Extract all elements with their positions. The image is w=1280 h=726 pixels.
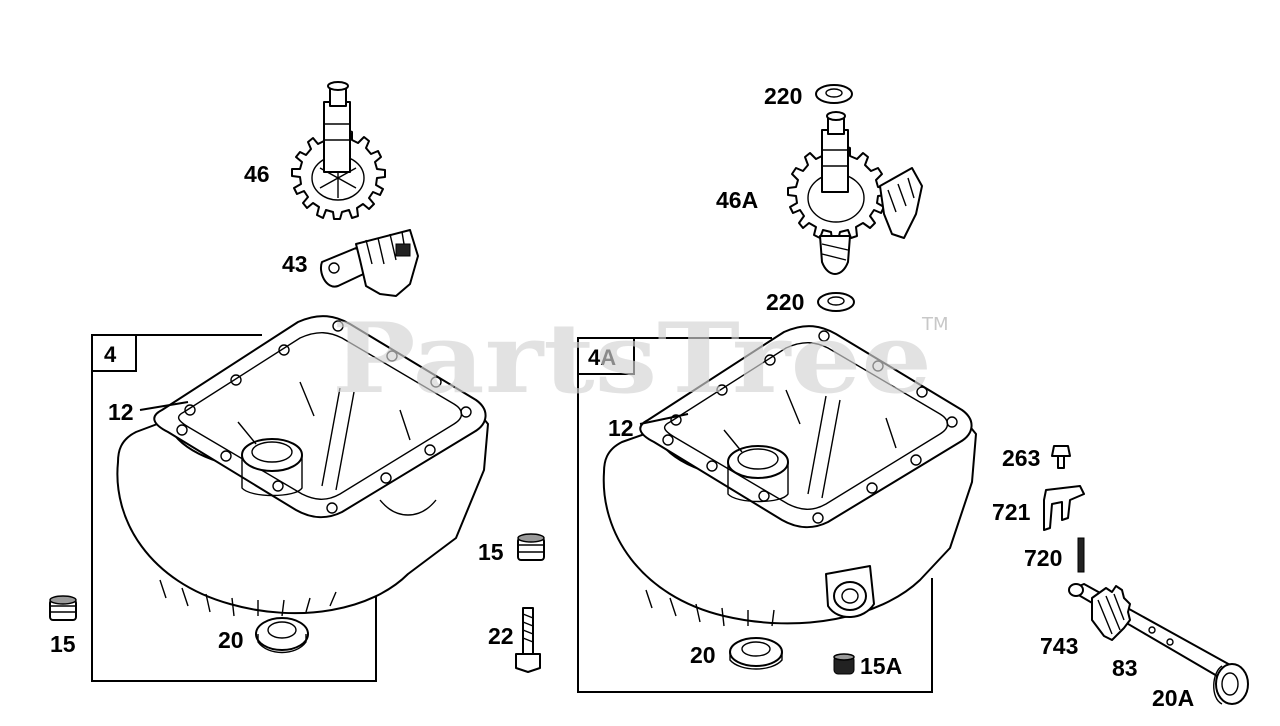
callout-15-left: 15 — [50, 631, 76, 657]
group-label-4: 4 — [104, 342, 117, 367]
group-label-box-4 — [91, 334, 137, 372]
leader-12-left — [139, 401, 189, 411]
washer-220-top[interactable] — [815, 84, 853, 104]
callout-15A: 15A — [860, 653, 902, 679]
cooling-fins-4 — [159, 579, 337, 617]
governor-43[interactable] — [320, 229, 419, 297]
group-label-box-4A — [577, 337, 635, 375]
callout-743: 743 — [1040, 633, 1078, 659]
cam-gear-46A[interactable] — [787, 111, 923, 275]
crankcase-interior-4 — [237, 381, 437, 516]
seal-20-right[interactable] — [729, 637, 783, 670]
group-label-4A: 4A — [588, 345, 616, 370]
seal-20-left[interactable] — [255, 617, 309, 654]
governor-gear-743[interactable] — [1068, 583, 1233, 681]
cam-gear-46[interactable] — [291, 81, 386, 220]
plug-15A[interactable] — [833, 653, 855, 675]
callout-263: 263 — [1002, 445, 1040, 471]
group-frame-4A — [577, 337, 933, 693]
callout-12-right: 12 — [608, 415, 634, 441]
callout-721: 721 — [992, 499, 1031, 525]
watermark-text: PartsTree — [332, 302, 932, 415]
crankcase-interior-4A — [723, 389, 897, 503]
gasket-inner-left — [177, 332, 463, 500]
gasket-bolt-holes-left — [176, 320, 472, 514]
callout-15-middle: 15 — [478, 539, 504, 565]
gasket-12-right[interactable] — [639, 325, 973, 528]
gasket-12-left[interactable] — [153, 315, 487, 518]
cooling-fins-4A — [645, 589, 775, 627]
sump-assembly-4A: 4A 12 — [577, 325, 977, 693]
screw-263[interactable] — [1051, 445, 1071, 469]
callout-46: 46 — [244, 161, 270, 187]
callout-12-left: 12 — [108, 399, 134, 425]
washer-220-bottom[interactable] — [817, 292, 855, 312]
callout-20-right: 20 — [690, 642, 716, 668]
bolt-22[interactable] — [515, 607, 541, 673]
callout-43: 43 — [282, 251, 308, 277]
bracket-721[interactable] — [1043, 485, 1085, 531]
callout-720: 720 — [1024, 545, 1062, 571]
sump-assembly-4: 4 12 — [91, 315, 489, 682]
callout-22: 22 — [488, 623, 514, 649]
pin-720[interactable] — [1077, 537, 1085, 573]
leader-12-right — [639, 413, 689, 425]
callout-20A: 20A — [1152, 685, 1194, 711]
callout-220-bottom: 220 — [766, 289, 804, 315]
plug-15-middle[interactable] — [517, 533, 545, 561]
gasket-inner-right — [663, 342, 949, 510]
callout-20-left: 20 — [218, 627, 244, 653]
side-boss-4A — [825, 565, 875, 618]
callout-46A: 46A — [716, 187, 758, 213]
group-frame-4 — [91, 334, 377, 682]
plug-15-left[interactable] — [49, 595, 77, 621]
callout-220-top: 220 — [764, 83, 802, 109]
watermark-trademark: TM — [921, 314, 949, 335]
seal-20A[interactable] — [1213, 663, 1249, 705]
callout-83: 83 — [1112, 655, 1138, 681]
